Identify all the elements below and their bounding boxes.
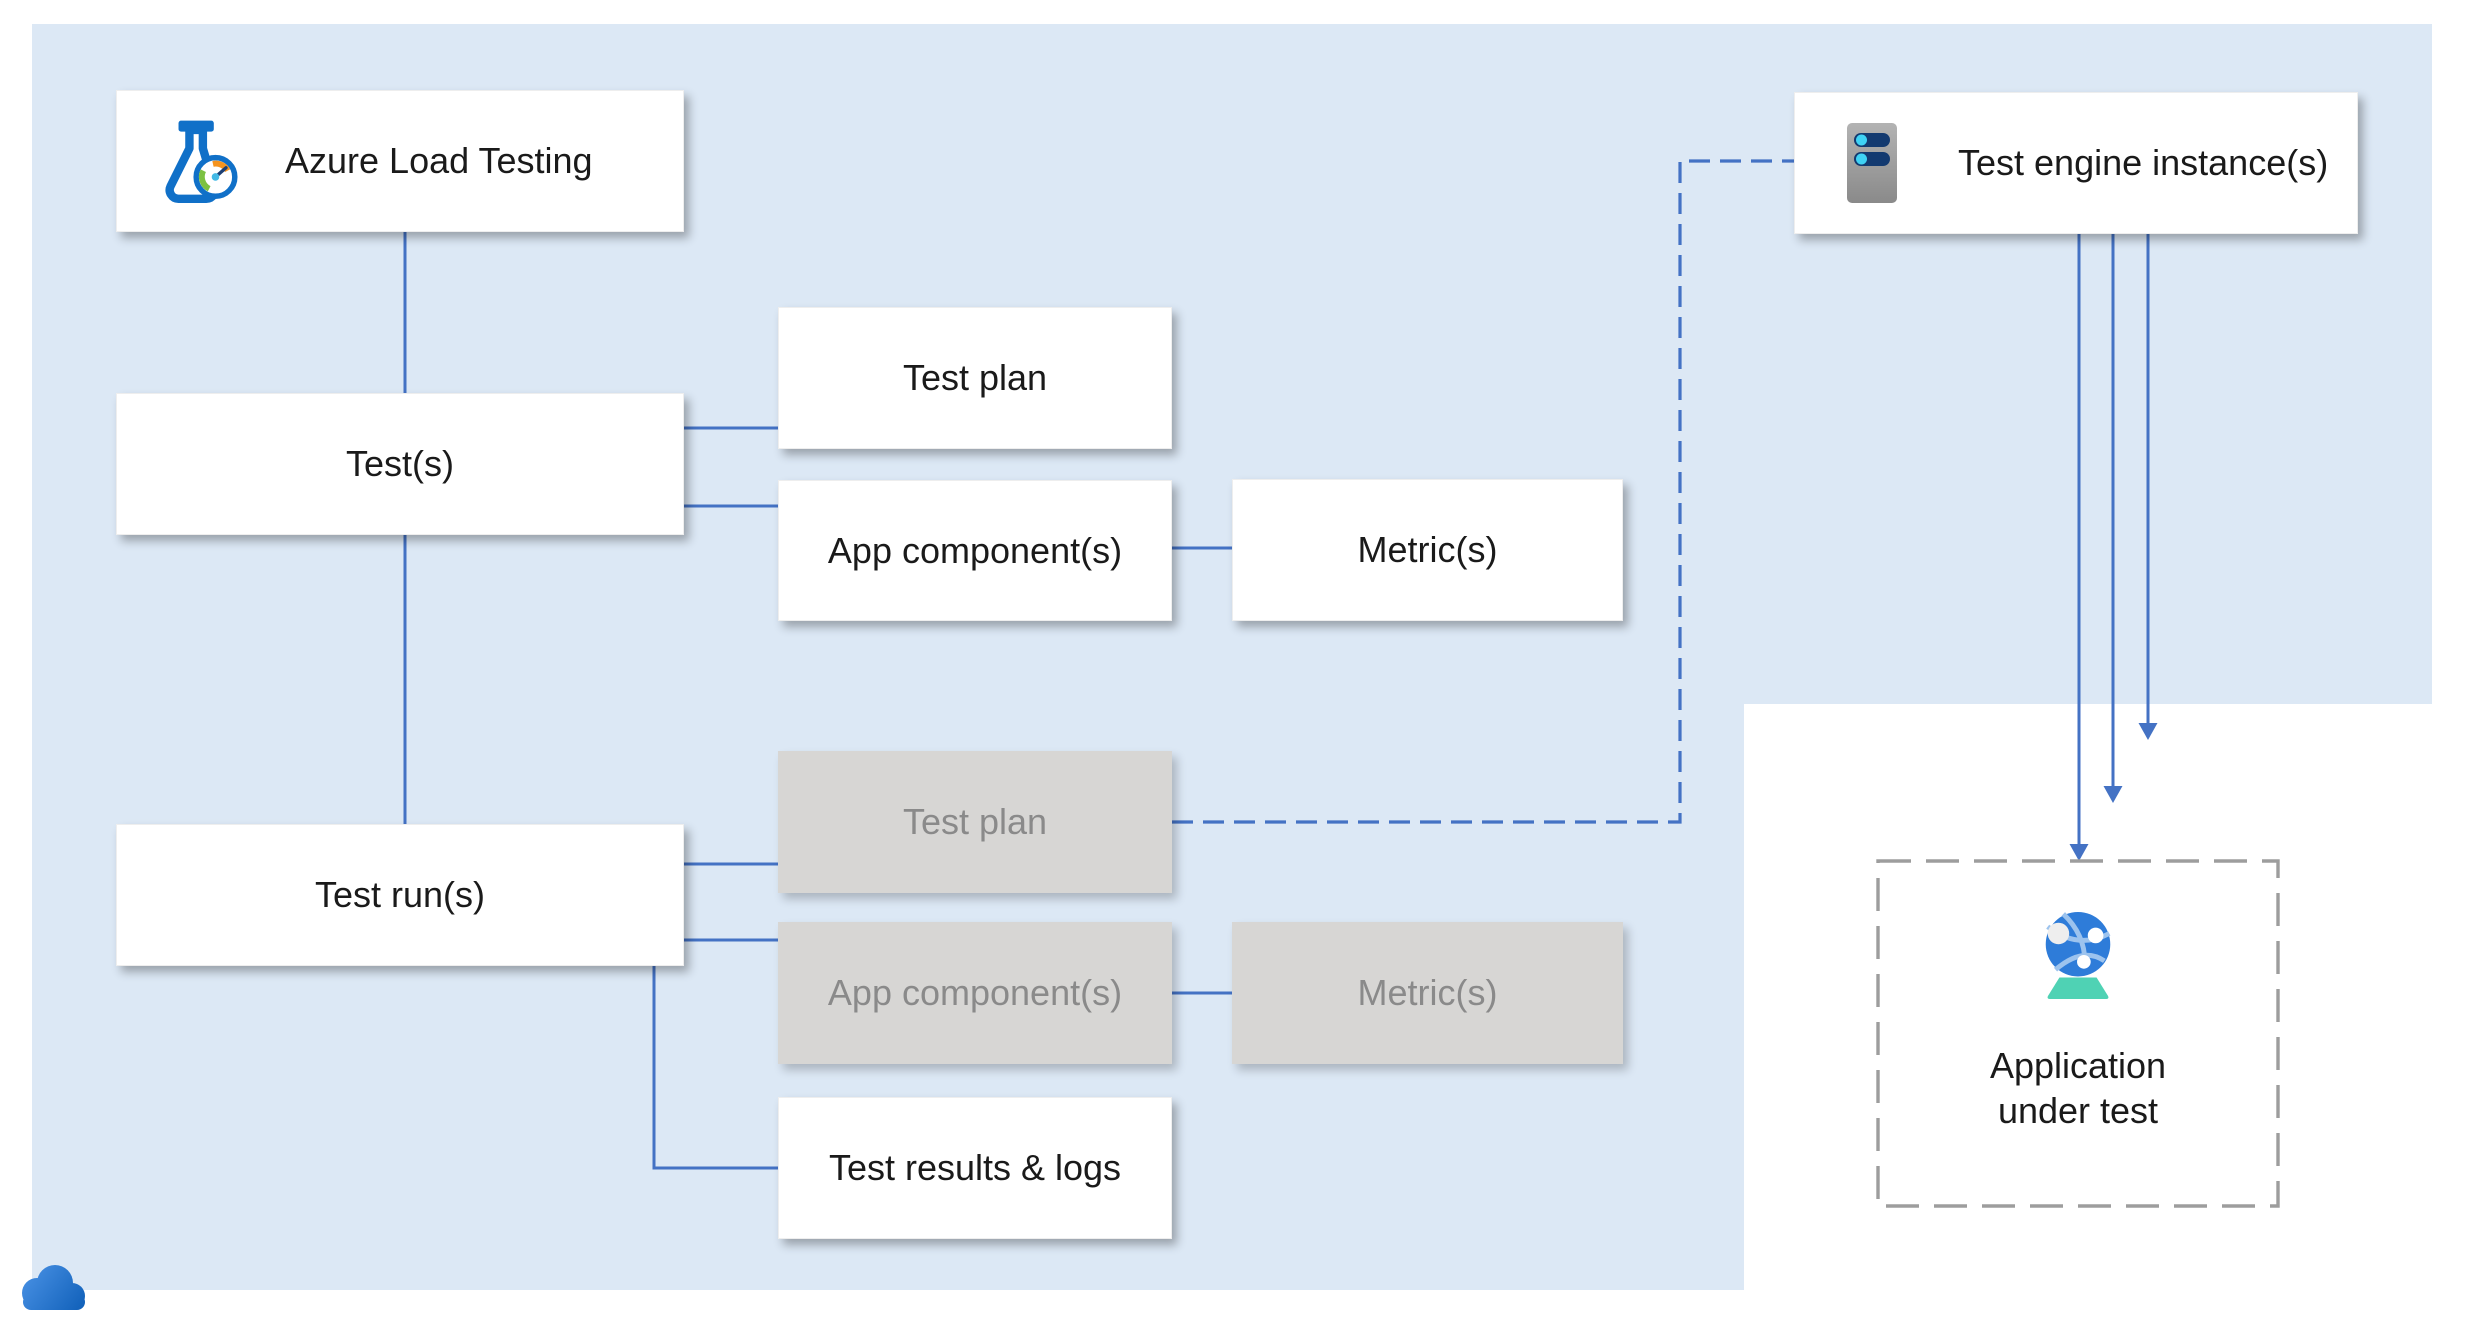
node-label: Test results & logs: [828, 1147, 1122, 1189]
node-test-runs: Test run(s): [116, 824, 684, 966]
node-label: Test plan: [902, 357, 1048, 399]
node-label: Metric(s): [1357, 529, 1498, 571]
node-label: Test engine instance(s): [1958, 142, 2329, 184]
node-label: Test run(s): [314, 874, 486, 916]
node-label: Test plan: [902, 801, 1048, 843]
node-label-line2: under test: [1997, 1090, 2159, 1131]
node-test-plan: Test plan: [778, 307, 1172, 449]
node-tests: Test(s): [116, 393, 684, 535]
azure-cloud-icon: [15, 1257, 91, 1311]
server-icon: [1846, 122, 1898, 204]
node-label: App component(s): [827, 972, 1123, 1014]
node-label-line1: Application: [1989, 1045, 2167, 1086]
node-metrics: Metric(s): [1232, 479, 1623, 621]
flask-gauge-icon: [155, 119, 239, 203]
node-application-under-test: Application under test: [1878, 861, 2278, 1206]
node-test-results-logs: Test results & logs: [778, 1097, 1172, 1239]
node-label: Metric(s): [1357, 972, 1498, 1014]
node-app-components: App component(s): [778, 480, 1172, 621]
node-azure-load-testing: Azure Load Testing: [116, 90, 684, 232]
node-run-metrics: Metric(s): [1232, 922, 1623, 1064]
node-label: Test(s): [346, 443, 454, 485]
globe-on-stand-icon: [2034, 907, 2122, 1003]
node-run-test-plan: Test plan: [778, 751, 1172, 893]
node-test-engine-instances: Test engine instance(s): [1794, 92, 2358, 234]
node-run-app-components: App component(s): [778, 922, 1172, 1064]
node-label: App component(s): [827, 529, 1123, 571]
node-label: Azure Load Testing: [285, 140, 593, 182]
